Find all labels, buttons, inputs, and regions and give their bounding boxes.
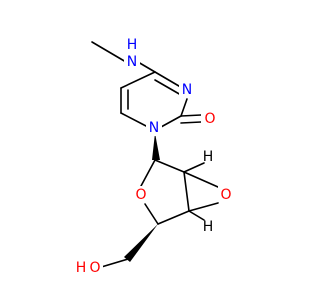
bond-c3p-o-epoxide [188,202,219,212]
atom-n1: N [149,120,159,136]
bond-c1p-o-ring [140,159,156,187]
atom-h-epoxide-top: H [203,149,214,165]
atom-n3: N [182,82,192,98]
atom-o-epoxide: O [220,187,231,203]
bond-c4p-o-ring [144,203,159,225]
bond-c4-n3-double [154,79,182,96]
atom-labels: N H N N O O O H H H O [75,37,234,276]
atom-h-epoxide-bottom: H [203,219,214,235]
atom-h-methylamino: H [127,37,138,53]
atom-o-carbonyl: O [204,111,215,127]
bond-c3p-c4p [157,210,190,225]
bond-c5-c4 [120,71,156,89]
bond-c1p-c2p [154,159,185,173]
bond-c3p-h [188,210,205,221]
atom-o-hydroxyl: O [89,260,100,276]
bond-n1-c6 [120,112,149,128]
bond-c2p-h [183,162,205,173]
bond-c2p-o-epoxide [183,171,219,188]
atom-n-methylamino: N [127,54,137,70]
bond-n-c4 [137,61,156,73]
bond-n3-c2 [180,98,188,117]
bond-methyl-n [91,41,127,63]
bond-c2p-c3p [183,171,190,212]
wedge-bond-c4p-c5p [124,224,158,262]
wedge-bond-n1-c1p [152,133,160,160]
bond-c2-o [180,114,202,117]
atom-h-hydroxyl: H [76,260,87,276]
bond-c2-o-double [180,121,202,124]
molecule-structure: N H N N O O O H H H O [75,37,234,276]
bond-c2-n1 [160,115,182,128]
atom-o-ring: O [135,187,146,203]
